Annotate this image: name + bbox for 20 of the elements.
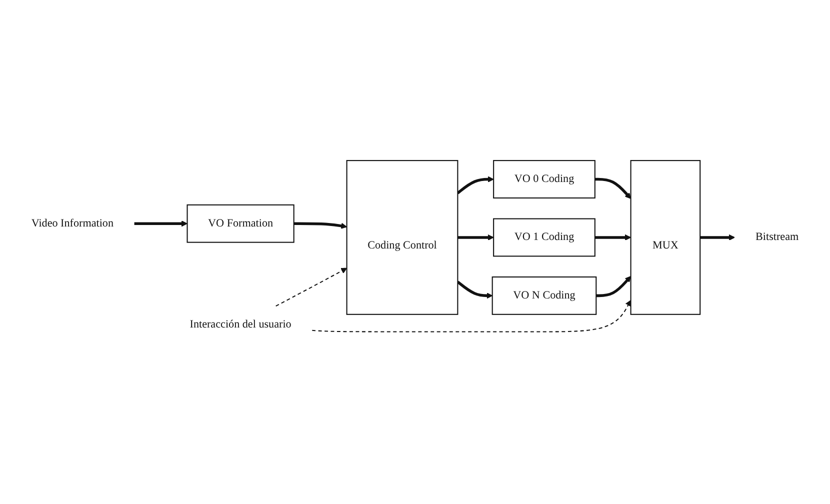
arrow [276,268,348,306]
arrow [594,178,632,199]
node-text: Bitstream [756,231,799,243]
arrow [594,234,632,240]
node-box: MUX [630,160,701,315]
node-box: VO N Coding [492,276,597,315]
node-text: Interacción del usuario [190,318,292,330]
arrow [596,276,632,298]
arrow [458,234,494,240]
node-box: VO 0 Coding [493,160,596,198]
arrow [700,234,736,240]
node-text: Video Information [31,217,114,230]
arrow [134,220,188,227]
node-box: VO Formation [186,204,294,243]
node-box: VO 1 Coding [493,218,596,257]
arrow [456,176,494,194]
node-box: Coding Control [346,160,458,315]
arrow [456,280,493,299]
arrow [294,222,348,229]
arrow [312,300,632,332]
